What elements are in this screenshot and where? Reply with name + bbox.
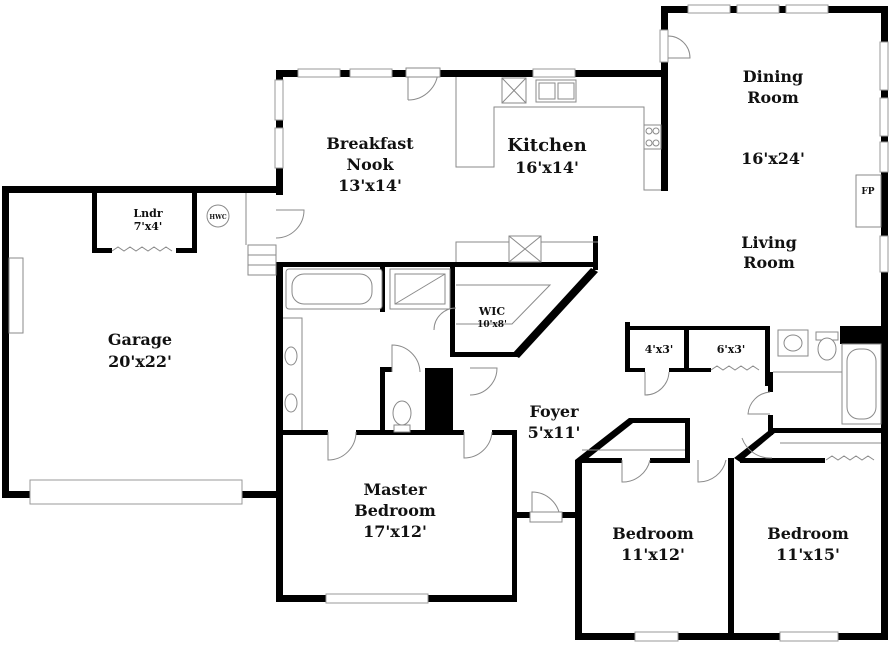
walls	[2, 6, 888, 640]
fireplace-label: FP	[861, 187, 874, 197]
windows	[29, 4, 889, 642]
master-bedroom-name-2: Bedroom	[354, 501, 436, 520]
living-room-name: Living	[741, 233, 797, 252]
kitchen-name: Kitchen	[507, 135, 586, 156]
laundry-name: Lndr	[133, 207, 162, 220]
doors	[111, 35, 875, 523]
breakfast-nook-name-2: Nook	[346, 155, 394, 174]
hwc-label: HWC	[209, 214, 226, 221]
dining-room-name: Dining	[743, 67, 803, 86]
cabinets-and-fixtures	[8, 77, 882, 451]
wic-dim: 10'x8'	[477, 320, 507, 330]
kitchen-dim: 16'x14'	[515, 158, 579, 177]
room-labels: Dining Room 16'x24' Living Room Kitchen …	[108, 67, 875, 564]
breakfast-nook-name: Breakfast	[326, 134, 414, 153]
master-bedroom-name: Master	[363, 480, 427, 499]
garage-name: Garage	[108, 330, 172, 349]
bedroom-1-name: Bedroom	[612, 524, 694, 543]
bedroom-2-dim: 11'x15'	[776, 545, 840, 564]
bedroom-2-name: Bedroom	[767, 524, 849, 543]
closet-4x3-dim: 4'x3'	[645, 343, 674, 356]
dining-room-name-2: Room	[747, 88, 799, 107]
dining-room-dim: 16'x24'	[741, 149, 805, 168]
laundry-dim: 7'x4'	[134, 220, 163, 233]
foyer-dim: 5'x11'	[528, 423, 581, 442]
foyer-name: Foyer	[529, 402, 579, 421]
bedroom-1-dim: 11'x12'	[621, 545, 685, 564]
breakfast-nook-dim: 13'x14'	[338, 176, 402, 195]
wic-name: WIC	[478, 305, 505, 318]
closet-6x3-dim: 6'x3'	[717, 343, 746, 356]
garage-dim: 20'x22'	[108, 352, 172, 371]
master-bedroom-dim: 17'x12'	[363, 522, 427, 541]
living-room-name-2: Room	[743, 253, 795, 272]
